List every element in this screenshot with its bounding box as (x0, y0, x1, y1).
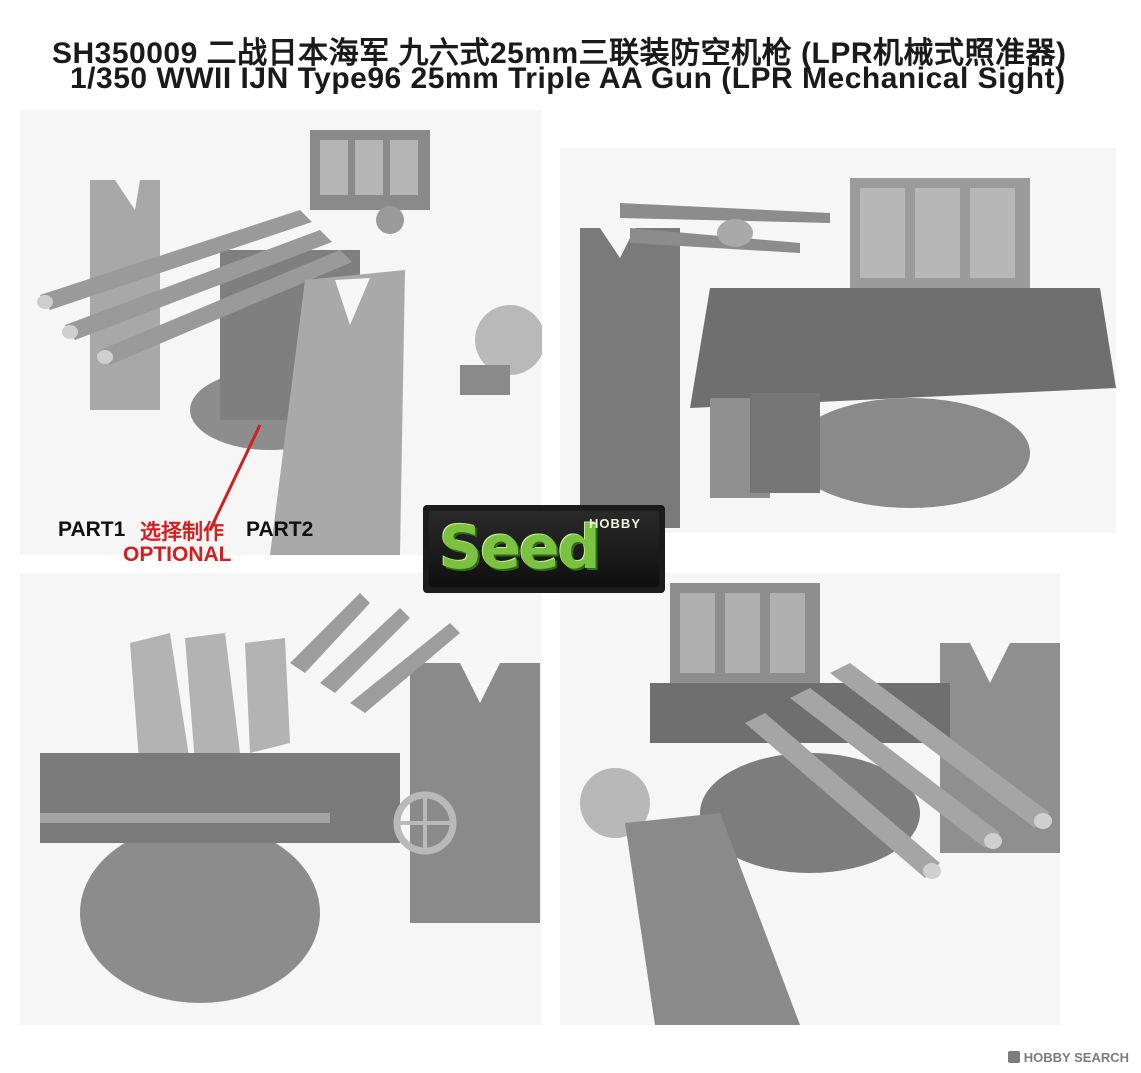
part2-label: PART2 (246, 518, 314, 541)
seed-hobby-logo: Seed HOBBY (423, 505, 665, 593)
optional-label-chinese: 选择制作 (140, 521, 224, 544)
hobby-search-icon (1007, 1051, 1020, 1063)
gun-mount-illustration (40, 593, 540, 1003)
watermark: HOBBY SEARCH (1007, 1050, 1129, 1065)
gun-mount-illustration (580, 178, 1116, 528)
optional-label-english: OPTIONAL (123, 543, 232, 566)
logo-hobby-text: HOBBY (589, 516, 641, 531)
part1-label: PART1 (58, 518, 126, 541)
gun-mount-illustration (580, 583, 1060, 1025)
product-title-chinese: SH350009 二战日本海军 九六式25mm三联装防空机枪 (LPR机械式照准… (52, 37, 1067, 70)
render-view-front-right (560, 573, 1060, 1025)
render-view-rear-left (20, 573, 542, 1025)
product-title-english: 1/350 WWII IJN Type96 25mm Triple AA Gun… (70, 62, 1066, 95)
render-view-front-left (20, 110, 542, 555)
logo-wordmark: Seed (439, 513, 601, 583)
gun-mount-illustration (37, 130, 542, 555)
render-view-rear-right (560, 148, 1116, 533)
watermark-text: HOBBY SEARCH (1023, 1050, 1129, 1065)
